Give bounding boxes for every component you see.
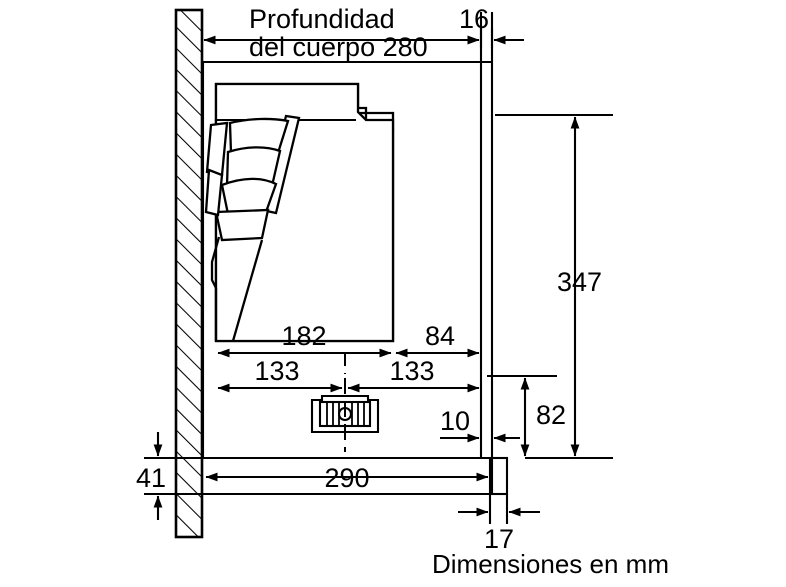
front-panel-16mm [479,28,494,494]
dimension-10: 10 [440,406,520,443]
dimension-290-label: 290 [324,463,369,493]
dimension-133-left: 133 [217,356,343,393]
dimension-133-right: 133 [347,356,480,393]
dimension-182: 182 [217,321,392,358]
dimension-182-label: 182 [281,321,326,351]
base-front-block-17mm [488,456,509,496]
dimension-17: 17 [458,494,540,554]
dimension-16: 16 [449,4,524,48]
dimension-84: 84 [395,321,480,358]
dimension-82-label: 82 [536,400,566,430]
dimension-10-label: 10 [440,406,470,436]
dimension-280-label-line1: Profundidad [249,4,395,34]
dimension-41: 41 [136,432,202,520]
wall-section [174,8,204,539]
dimension-290: 290 [205,463,489,493]
dimension-82: 82 [487,374,566,457]
dimension-347: 347 [495,113,613,460]
dimension-16-label: 16 [459,4,489,34]
hood-body-sloped-edge [210,236,264,342]
dimension-133-left-label: 133 [254,356,299,386]
dimension-41-label: 41 [136,463,166,493]
dimension-280-label-line2: del cuerpo 280 [249,32,428,62]
dimension-133-right-label: 133 [389,356,434,386]
dimension-17-label: 17 [484,524,514,554]
pullout-filter-detail [204,114,301,242]
motor-outlet-detail [310,352,380,452]
units-caption: Dimensiones en mm [432,549,669,579]
dimension-84-label: 84 [425,321,455,351]
dimension-280: Profundidad del cuerpo 280 [203,4,480,62]
dimension-347-label: 347 [557,267,602,297]
cabinet-outline [200,60,507,496]
